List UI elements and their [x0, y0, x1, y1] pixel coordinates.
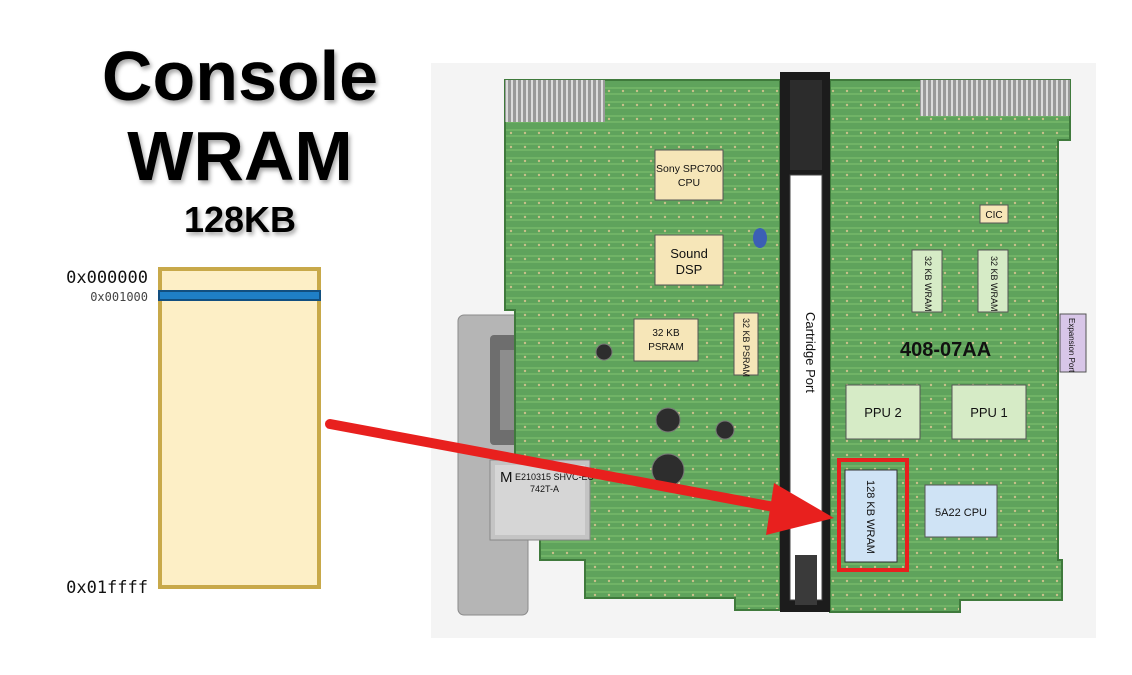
cpu-label: 5A22 CPU — [935, 507, 987, 519]
capacitor — [655, 407, 681, 433]
wram-highlight-box — [837, 458, 909, 572]
dsp-label-line2: DSP — [676, 262, 703, 277]
wram-a-label: 32 KB WRAM — [923, 256, 933, 312]
module-label-line2: 742T-A — [530, 484, 559, 494]
psram-a-label-line1: 32 KB — [652, 328, 680, 339]
dsp-chip — [654, 234, 724, 286]
cpu-chip — [924, 484, 998, 538]
address-end-label: 0x01ffff — [66, 578, 148, 598]
capacitor — [715, 420, 735, 440]
wram-chip-b — [977, 249, 1009, 313]
title-line-console: Console — [101, 37, 379, 115]
address-start-label: 0x000000 — [66, 268, 148, 288]
shield-left — [505, 80, 605, 122]
ppu1-label: PPU 1 — [970, 405, 1008, 420]
ppu1-chip — [951, 384, 1027, 440]
wram-b-label: 32 KB WRAM — [989, 256, 999, 312]
ppu2-chip — [845, 384, 921, 440]
dsp-label-line1: Sound — [670, 246, 708, 261]
wram-memory-block — [158, 267, 321, 589]
cic-chip — [979, 204, 1009, 224]
spc700-chip — [654, 149, 724, 201]
board-code: 408-07AA — [900, 339, 991, 361]
expansion-port — [1059, 313, 1087, 373]
psram-a-label-line2: PSRAM — [648, 342, 684, 353]
module-label-line1: E210315 SHVC-EU — [515, 472, 594, 482]
psram-chip-b — [733, 312, 759, 376]
psram-b-label: 32 KB PSRAM — [741, 318, 751, 377]
psram-chip-a — [633, 318, 699, 362]
cic-label: CIC — [985, 210, 1002, 221]
ppu2-label: PPU 2 — [864, 405, 902, 420]
pointer-arrow — [325, 419, 834, 535]
title-line-wram: WRAM — [127, 117, 353, 195]
cartridge-port-label: Cartridge Port — [803, 312, 818, 393]
wram-chip-a — [911, 249, 943, 313]
address-marker-label: 0x001000 — [90, 290, 148, 304]
spc700-label-line1: Sony SPC700 — [656, 163, 722, 175]
capacitor — [595, 343, 613, 361]
expansion-port-label: Expansion Port — [1067, 318, 1076, 373]
shield-right — [920, 80, 1070, 116]
module-mark: M — [500, 469, 513, 486]
rf-module — [489, 459, 591, 541]
main-wram-label: 128 KB WRAM — [864, 480, 876, 554]
memory-marker-bar — [158, 290, 321, 301]
capacitor — [753, 228, 767, 248]
main-wram-chip — [844, 469, 898, 563]
spc700-label-line2: CPU — [678, 177, 700, 189]
title-size: 128KB — [183, 199, 297, 240]
